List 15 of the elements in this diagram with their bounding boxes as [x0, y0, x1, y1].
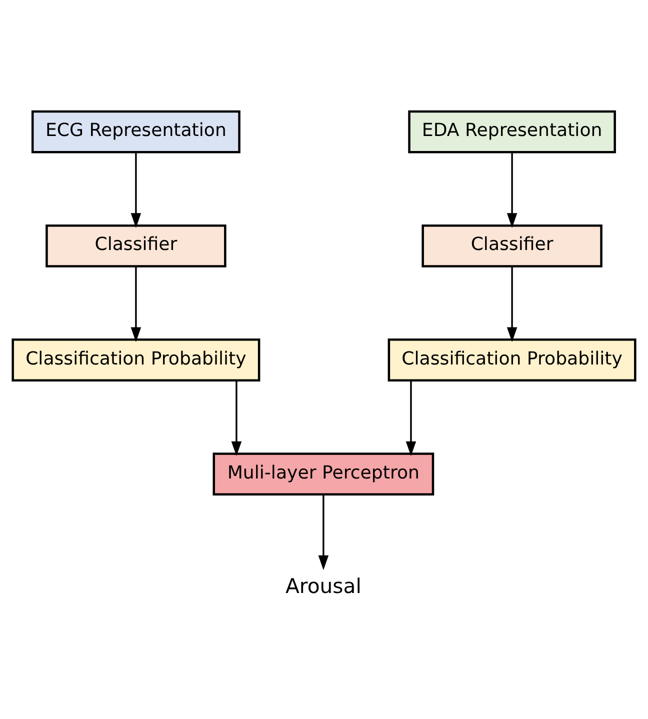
- node-box: Muli-layer Perceptron: [212, 452, 434, 496]
- arrow: [130, 266, 142, 342]
- arrow: [506, 266, 518, 342]
- node-box: Classification Probability: [12, 338, 260, 381]
- arrow: [231, 380, 242, 456]
- arrow: [506, 152, 518, 228]
- node-box: Classification Probability: [388, 338, 636, 381]
- node-box: ECG Representation: [31, 110, 240, 153]
- node-box: EDA Representation: [408, 110, 616, 153]
- node-text: Arousal: [286, 574, 362, 598]
- arrow: [130, 152, 142, 228]
- arrow: [318, 494, 329, 570]
- node-box: Classifier: [46, 224, 226, 267]
- node-box: Classifier: [422, 224, 602, 267]
- arrow: [406, 380, 416, 456]
